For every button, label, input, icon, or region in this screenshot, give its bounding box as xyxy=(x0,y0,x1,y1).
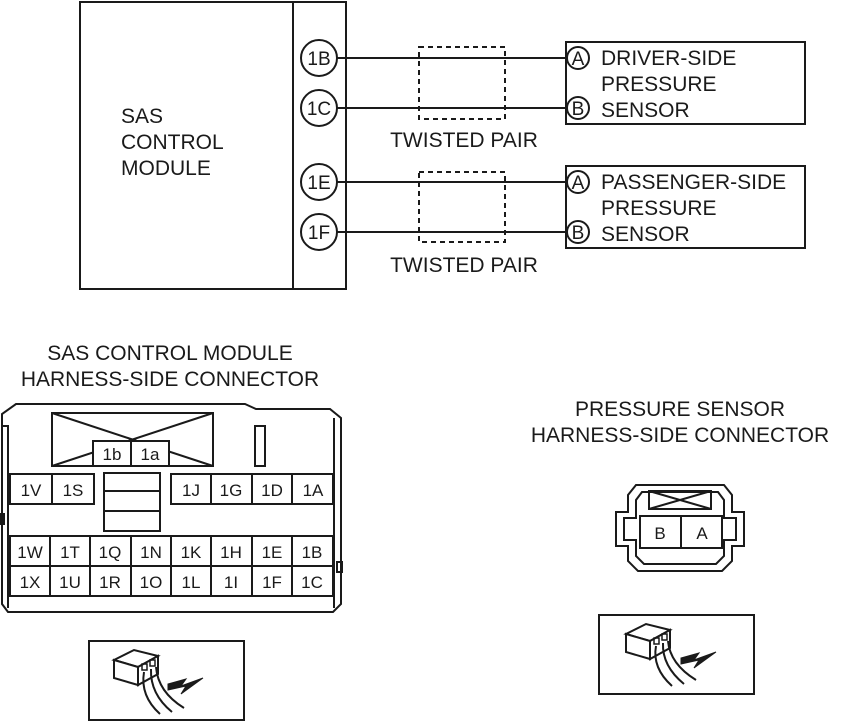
driver-sensor-name-line-1: DRIVER-SIDE xyxy=(601,47,736,70)
passenger-sensor-name-line-2: PRESSURE xyxy=(601,197,717,220)
terminal-1a-cell xyxy=(130,440,170,467)
terminal-1s: 1S xyxy=(63,481,84,500)
module-pin-1e-label: 1E xyxy=(307,173,330,194)
terminal-1t: 1T xyxy=(60,543,80,562)
terminal-1q: 1Q xyxy=(99,543,122,562)
driver-sensor-name-line-3: SENSOR xyxy=(601,99,690,122)
terminal-1b-lower: 1B xyxy=(302,543,323,562)
driver-sensor-pin-b xyxy=(566,96,590,120)
module-name-line-1: SAS xyxy=(121,105,163,128)
terminal-1r: 1R xyxy=(99,573,121,592)
module-connector-row-3: 1X 1U 1R 1O 1L 1I 1F 1C xyxy=(20,573,323,592)
sensor-harness-connector xyxy=(615,484,745,572)
passenger-sensor-name-line-1: PASSENGER-SIDE xyxy=(601,171,786,194)
passenger-sensor-pin-b-label: B xyxy=(572,223,585,244)
terminal-1x: 1X xyxy=(20,573,41,592)
terminal-1h: 1H xyxy=(220,543,242,562)
module-connector-title-line-2: HARNESS-SIDE CONNECTOR xyxy=(21,368,319,391)
sensor-connector-title-line-2: HARNESS-SIDE CONNECTOR xyxy=(531,424,829,447)
module-connector-title-line-1: SAS CONTROL MODULE xyxy=(47,342,292,365)
terminal-1n: 1N xyxy=(140,543,162,562)
sas-control-module xyxy=(79,1,347,290)
terminal-1a-lower: 1A xyxy=(303,481,324,500)
module-harness-connector xyxy=(0,403,343,613)
terminal-1c: 1C xyxy=(301,573,323,592)
driver-side-sensor-box xyxy=(565,41,806,125)
terminal-1w: 1W xyxy=(17,543,43,562)
twisted-pair-label-passenger: TWISTED PAIR xyxy=(390,254,538,277)
terminal-1u: 1U xyxy=(59,573,81,592)
driver-sensor-name-line-2: PRESSURE xyxy=(601,73,717,96)
module-name-line-3: MODULE xyxy=(121,157,211,180)
sensor-connector-title-line-1: PRESSURE SENSOR xyxy=(575,398,785,421)
passenger-sensor-pin-b xyxy=(566,220,590,244)
terminal-1i: 1I xyxy=(224,573,238,592)
module-pin-1f-label: 1F xyxy=(308,223,330,244)
terminal-1o: 1O xyxy=(140,573,163,592)
sensor-terminal-b: B xyxy=(654,524,665,543)
passenger-sensor-pin-a-label: A xyxy=(572,173,585,194)
terminal-1l: 1L xyxy=(182,573,201,592)
module-pin-1b-label: 1B xyxy=(307,49,330,70)
sensor-terminal-a: A xyxy=(696,524,708,543)
module-connector-row-2: 1W 1T 1Q 1N 1K 1H 1E 1B xyxy=(17,543,322,562)
terminal-1g: 1G xyxy=(220,481,243,500)
twisted-pair-box-driver xyxy=(418,46,506,120)
driver-sensor-pin-b-label: B xyxy=(572,99,585,120)
passenger-side-sensor-box xyxy=(565,165,806,249)
terminal-1j: 1J xyxy=(182,481,200,500)
passenger-sensor-name-line-3: SENSOR xyxy=(601,223,690,246)
terminal-1v: 1V xyxy=(21,481,42,500)
terminal-1e: 1E xyxy=(262,543,283,562)
terminal-1b: 1b xyxy=(103,445,122,464)
driver-sensor-pin-a xyxy=(566,46,590,70)
harness-side-view-icon xyxy=(88,640,245,721)
terminal-1f: 1F xyxy=(262,573,282,592)
module-pin-1c-label: 1C xyxy=(307,99,331,120)
terminal-1a: 1a xyxy=(141,445,160,464)
terminal-1d: 1D xyxy=(261,481,283,500)
terminal-1k: 1K xyxy=(181,543,202,562)
harness-side-view-icon-sensor xyxy=(598,614,755,695)
module-name-line-2: CONTROL xyxy=(121,131,224,154)
passenger-sensor-pin-a xyxy=(566,170,590,194)
twisted-pair-label-driver: TWISTED PAIR xyxy=(390,129,538,152)
driver-sensor-pin-a-label: A xyxy=(572,49,585,70)
twisted-pair-box-passenger xyxy=(418,171,506,243)
